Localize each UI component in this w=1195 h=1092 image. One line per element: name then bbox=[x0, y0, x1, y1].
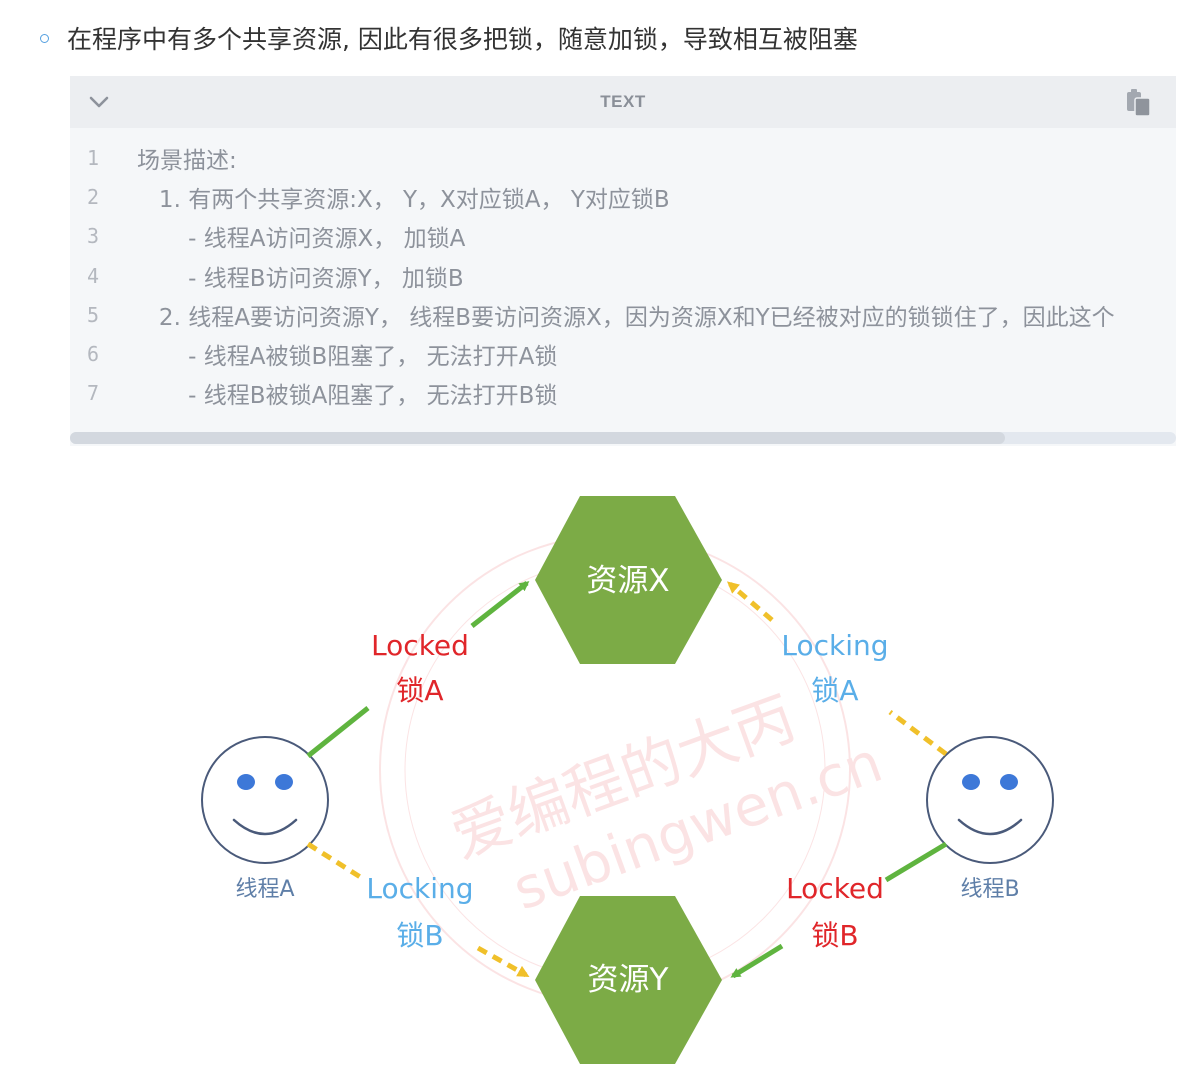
line-number: 3 bbox=[87, 224, 100, 249]
resource-x-label: 资源X bbox=[586, 563, 669, 599]
code-line: 4 - 线程B访问资源Y， 加锁B bbox=[70, 256, 1176, 295]
line-text: - 线程B被锁A阻塞了， 无法打开B锁 bbox=[137, 383, 558, 410]
bullet-text: 在程序中有多个共享资源, 因此有很多把锁，随意加锁，导致相互被阻塞 bbox=[67, 25, 858, 54]
line-text: 2. 线程A要访问资源Y， 线程B要访问资源X，因为资源X和Y已经被对应的锁锁住… bbox=[137, 304, 1115, 331]
thread-a-avatar bbox=[201, 736, 329, 864]
arrow-locked-a-upper bbox=[470, 581, 530, 628]
chevron-down-icon bbox=[89, 96, 109, 108]
code-line: 3 - 线程A访问资源X， 加锁A bbox=[70, 217, 1176, 256]
arrow-locked-b-lower bbox=[730, 943, 784, 979]
arrow-locked-b-upper bbox=[884, 841, 948, 883]
line-text: - 线程B访问资源Y， 加锁B bbox=[137, 265, 464, 292]
locked-a-cn: 锁A bbox=[396, 674, 443, 707]
resource-y-label: 资源Y bbox=[588, 962, 669, 998]
resource-y-hexagon bbox=[535, 896, 722, 1064]
line-text: 场景描述: bbox=[137, 147, 237, 174]
locked-b-cn: 锁B bbox=[811, 919, 858, 952]
diagram-canvas: 爱编程的大丙 subingwen.cn 资源X 资源Y 线程A bbox=[201, 496, 1054, 1064]
code-line: 7 - 线程B被锁A阻塞了， 无法打开B锁 bbox=[70, 374, 1176, 413]
line-text: - 线程A被锁B阻塞了， 无法打开A锁 bbox=[137, 344, 558, 371]
code-language-label: TEXT bbox=[600, 92, 646, 111]
line-number: 5 bbox=[87, 302, 100, 327]
deadlock-diagram: 爱编程的大丙 subingwen.cn 资源X 资源Y 线程A bbox=[160, 470, 1080, 1080]
arrow-locking-b-lower bbox=[476, 945, 530, 978]
horizontal-scrollbar[interactable] bbox=[70, 432, 1176, 444]
locking-a-cn: 锁A bbox=[811, 674, 858, 707]
line-number: 6 bbox=[87, 342, 100, 367]
line-number: 2 bbox=[87, 184, 100, 209]
locked-a-en: Locked bbox=[371, 629, 469, 662]
arrow-locking-a-upper bbox=[726, 581, 774, 622]
copy-button[interactable] bbox=[1124, 88, 1154, 118]
code-block: TEXT 1 场景描述: 2 1. 有两个共享资源 bbox=[70, 76, 1176, 446]
scrollbar-thumb[interactable] bbox=[70, 432, 1005, 444]
code-line: 5 2. 线程A要访问资源Y， 线程B要访问资源X，因为资源X和Y已经被对应的锁… bbox=[70, 295, 1176, 334]
collapse-button[interactable] bbox=[86, 89, 112, 115]
arrow-locking-a-lower bbox=[888, 710, 948, 756]
copy-icon bbox=[1127, 89, 1151, 117]
line-text: - 线程A访问资源X， 加锁A bbox=[137, 226, 466, 253]
bullet-item: 在程序中有多个共享资源, 因此有很多把锁，随意加锁，导致相互被阻塞 bbox=[40, 18, 858, 58]
line-number: 7 bbox=[87, 381, 100, 406]
line-number: 4 bbox=[87, 263, 100, 288]
code-line: 2 1. 有两个共享资源:X， Y，X对应锁A， Y对应锁B bbox=[70, 177, 1176, 216]
locking-b-cn: 锁B bbox=[396, 919, 443, 952]
locked-b-en: Locked bbox=[786, 872, 884, 905]
code-lines: 1 场景描述: 2 1. 有两个共享资源:X， Y，X对应锁A， Y对应锁B 3… bbox=[70, 138, 1176, 413]
code-line: 1 场景描述: bbox=[70, 138, 1176, 177]
locking-a-en: Locking bbox=[781, 629, 888, 662]
thread-a-label: 线程A bbox=[235, 877, 294, 902]
resource-x-hexagon bbox=[535, 496, 722, 664]
arrow-locking-b-upper bbox=[306, 841, 367, 883]
line-number: 1 bbox=[87, 145, 100, 170]
code-line: 6 - 线程A被锁B阻塞了， 无法打开A锁 bbox=[70, 334, 1176, 373]
locking-b-en: Locking bbox=[366, 872, 473, 905]
line-text: 1. 有两个共享资源:X， Y，X对应锁A， Y对应锁B bbox=[137, 186, 670, 213]
thread-b-avatar bbox=[926, 736, 1054, 864]
thread-b-label: 线程B bbox=[960, 877, 1019, 902]
code-header: TEXT bbox=[70, 76, 1176, 128]
bullet-circle-icon bbox=[40, 33, 49, 43]
arrow-locked-a-lower bbox=[306, 706, 370, 758]
